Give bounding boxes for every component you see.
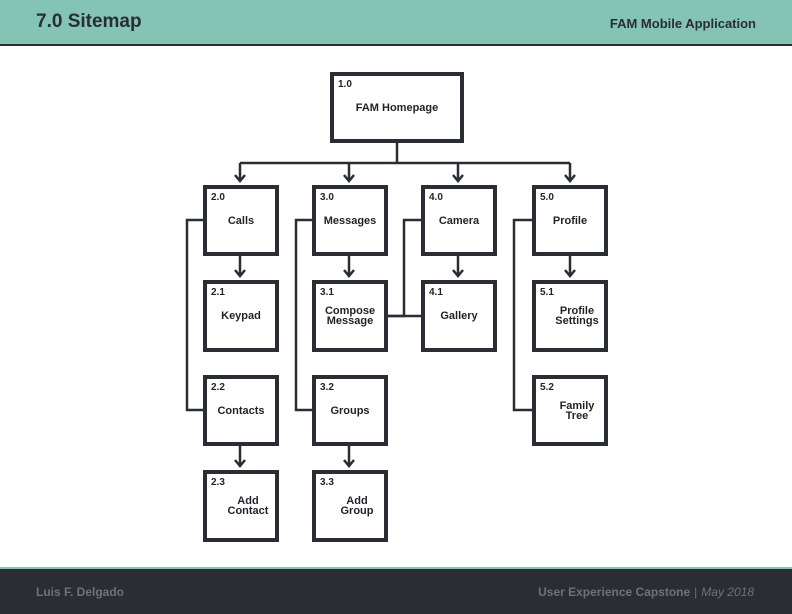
node-label: Keypad — [221, 310, 261, 322]
author-name: Luis F. Delgado — [36, 585, 125, 599]
course-date: May 2018 — [701, 585, 754, 599]
node-label: Add Contact — [227, 495, 269, 517]
node-label: Gallery — [440, 310, 478, 322]
app-name: FAM Mobile Application — [609, 16, 756, 31]
node-add-contact: 2.3 Add Contact — [203, 470, 279, 542]
node-profile-settings: 5.1 Profile Settings — [532, 280, 608, 352]
node-fam-homepage: 1.0 FAM Homepage — [330, 72, 464, 143]
node-camera: 4.0 Camera — [421, 185, 497, 256]
course-name: User Experience Capstone — [538, 585, 691, 599]
node-messages: 3.0 Messages — [312, 185, 388, 256]
connector-profile-familytree — [512, 218, 533, 412]
connector-camera-compose-gallery — [388, 218, 422, 318]
course-info: User Experience Capstone|May 2018 — [538, 585, 754, 599]
node-family-tree: 5.2 Family Tree — [532, 375, 608, 446]
page-header: 7.0 Sitemap FAM Mobile Application — [0, 0, 792, 46]
node-add-group: 3.3 Add Group — [312, 470, 388, 542]
node-number: 1.0 — [338, 79, 352, 90]
node-compose-message: 3.1 Compose Message — [312, 280, 388, 352]
node-number: 3.2 — [320, 382, 334, 393]
node-label: Calls — [227, 214, 255, 227]
node-number: 5.2 — [540, 382, 554, 393]
node-number: 2.1 — [211, 287, 225, 298]
node-number: 3.3 — [320, 477, 334, 488]
node-profile: 5.0 Profile — [532, 185, 608, 256]
node-gallery: 4.1 Gallery — [421, 280, 497, 352]
connector-calls-contacts — [185, 218, 204, 412]
node-label: Messages — [323, 214, 377, 227]
node-label: Compose Message — [324, 305, 376, 327]
node-number: 3.1 — [320, 287, 334, 298]
node-label: Camera — [438, 214, 480, 227]
node-label: Profile — [552, 214, 588, 227]
node-number: 2.3 — [211, 477, 225, 488]
node-label: Add Group — [340, 495, 374, 517]
node-keypad: 2.1 Keypad — [203, 280, 279, 352]
page-footer: Luis F. Delgado User Experience Capstone… — [0, 567, 792, 614]
node-number: 2.0 — [211, 192, 225, 203]
node-label: Profile Settings — [555, 305, 599, 327]
node-label: FAM Homepage — [355, 101, 439, 114]
page-title: 7.0 Sitemap — [36, 11, 142, 32]
node-calls: 2.0 Calls — [203, 185, 279, 256]
node-groups: 3.2 Groups — [312, 375, 388, 446]
node-number: 2.2 — [211, 382, 225, 393]
separator: | — [694, 585, 698, 599]
node-number: 3.0 — [320, 192, 334, 203]
node-number: 5.0 — [540, 192, 554, 203]
node-number: 4.0 — [429, 192, 443, 203]
node-number: 4.1 — [429, 287, 443, 298]
node-contacts: 2.2 Contacts — [203, 375, 279, 446]
node-label: Family Tree — [559, 399, 595, 422]
node-number: 5.1 — [540, 287, 554, 298]
connector-messages-groups — [294, 218, 313, 412]
node-label: Groups — [330, 404, 370, 417]
node-label: Contacts — [217, 404, 265, 417]
